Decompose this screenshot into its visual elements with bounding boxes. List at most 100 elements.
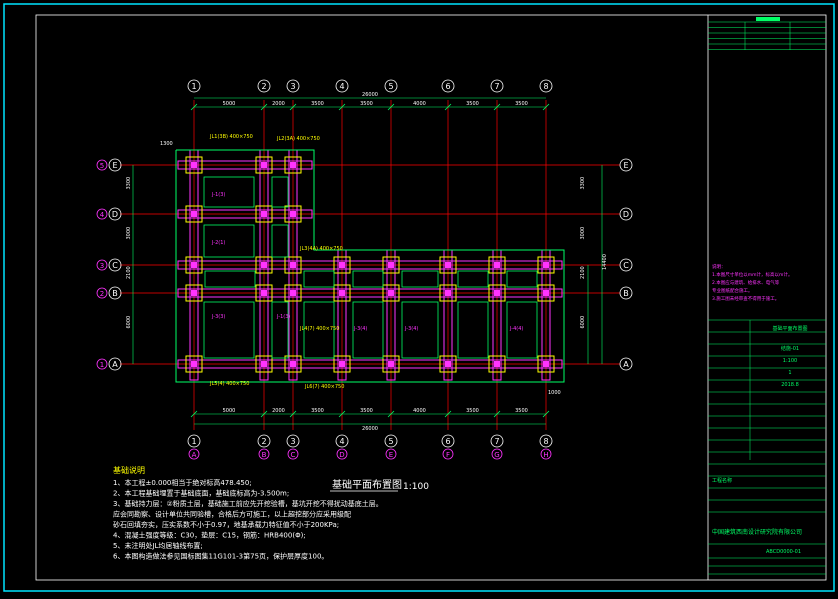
axis-bubble-bottom xyxy=(187,434,201,448)
axis-sub-label: B xyxy=(262,451,267,459)
axis-tag-label: 4 xyxy=(100,211,105,219)
tb-note: 3.施工图未经审查不得用于施工。 xyxy=(712,295,779,302)
tb-note: 专业图纸配合施工。 xyxy=(712,287,753,294)
top-dim-value: 3500 xyxy=(515,101,528,107)
column-stub xyxy=(290,211,296,217)
drawing-title: 基础平面布置图 xyxy=(332,478,402,491)
axis-label-right: A xyxy=(623,360,629,369)
axis-sub-label: E xyxy=(389,451,393,459)
axis-bubble-top xyxy=(187,79,201,93)
note-line: 砂石回填夯实，压实系数不小于0.97，地基承载力特征值不小于200KPa; xyxy=(113,520,339,529)
axis-bubble-top xyxy=(384,79,398,93)
left-inner-value: 6000 xyxy=(126,316,132,329)
column-stub xyxy=(388,361,394,367)
column-stub xyxy=(290,361,296,367)
note-line: 5、未注明处JL均居轴线布置; xyxy=(113,541,203,550)
axis-bubble-top xyxy=(257,79,271,93)
pad-footing xyxy=(488,256,506,274)
column-stub xyxy=(261,290,267,296)
pad-footing xyxy=(185,256,203,274)
beam-tag: JL4(7) 400×750 xyxy=(299,326,339,332)
axis-bubble-top xyxy=(286,79,300,93)
bottom-dim-value: 3500 xyxy=(360,408,373,414)
top-dim-value: 4000 xyxy=(413,101,426,107)
note-line: 1、本工程±0.000相当于绝对标高478.450; xyxy=(113,478,252,487)
pad-footing xyxy=(255,156,273,174)
tb-project-label: 工程名称 xyxy=(712,477,732,484)
pad-footing xyxy=(488,355,506,373)
pad-footing xyxy=(333,256,351,274)
column-stub xyxy=(339,290,345,296)
column-stub xyxy=(543,262,549,268)
column-stub xyxy=(445,262,451,268)
top-dim-tick xyxy=(190,103,198,111)
column-stub xyxy=(543,361,549,367)
slab-tag: J-2(1) xyxy=(211,240,225,246)
axis-label-right: B xyxy=(623,289,629,298)
pad-footing xyxy=(185,205,203,223)
axis-bubble-left xyxy=(108,158,122,172)
column-stub xyxy=(191,211,197,217)
axis-label-left: B xyxy=(112,289,118,298)
beam-tag: JL3(4A) 400×750 xyxy=(299,246,343,252)
column-stub xyxy=(494,361,500,367)
axis-label-bottom: 4 xyxy=(339,437,344,446)
pad-footing xyxy=(382,256,400,274)
left-inner-value: 3300 xyxy=(126,177,132,190)
pad-footing xyxy=(185,284,203,302)
pad-footing xyxy=(488,284,506,302)
bottom-dim-tick xyxy=(190,410,198,418)
left-inner-value: 3000 xyxy=(126,227,132,240)
beam-tag: JL5(4) 400×750 xyxy=(209,381,249,387)
bottom-dim-value: 3500 xyxy=(466,408,479,414)
axis-label-bottom: 1 xyxy=(191,437,196,446)
pad-footing xyxy=(537,256,555,274)
axis-sub-label: H xyxy=(543,451,548,459)
axis-sub-label: A xyxy=(192,451,197,459)
axis-bubble-bottom xyxy=(257,434,271,448)
axis-label-bottom: 3 xyxy=(290,437,295,446)
notes-block: 1、本工程±0.000相当于绝对标高478.450;2、本工程基础埋置于基础底面… xyxy=(113,478,383,561)
tb-bottom-code: ABCD0000-01 xyxy=(766,549,801,555)
bottom-dim-tick xyxy=(493,410,501,418)
right-outer-value: 14400 xyxy=(602,254,608,270)
pad-footing xyxy=(255,205,273,223)
column-stub xyxy=(445,361,451,367)
column-stub xyxy=(494,262,500,268)
beam-tag: JL1(3B) 400×750 xyxy=(209,134,253,140)
top-dim-value: 3500 xyxy=(360,101,373,107)
foundation-outline xyxy=(175,149,565,383)
tb-note: 1.本图尺寸单位以mm计，标高以m计。 xyxy=(712,271,792,278)
column-stub xyxy=(261,211,267,217)
bottom-dim-value: 4000 xyxy=(413,408,426,414)
column-stub xyxy=(191,290,197,296)
axis-tag-bubble xyxy=(96,159,108,171)
slab-tag: J-3(3) xyxy=(211,314,225,320)
axis-label-left: C xyxy=(112,261,118,270)
axis-bubble-left xyxy=(108,286,122,300)
axis-label-top: 2 xyxy=(261,82,266,91)
tb-company: 中国建筑西南设计研究院有限公司 xyxy=(712,528,802,536)
axis-label-top: 7 xyxy=(494,82,499,91)
top-dim-value: 2000 xyxy=(272,101,285,107)
axis-sub-bubble xyxy=(336,448,348,460)
pad-footing xyxy=(255,284,273,302)
axis-bubble-bottom xyxy=(335,434,349,448)
slab-panel xyxy=(203,176,255,208)
axis-label-bottom: 2 xyxy=(261,437,266,446)
small-dim-value: 1300 xyxy=(160,141,173,147)
beam-layer: J-1(3)J-2(1)J-3(3)J-1(3)J-3(4)J-3(4)J-4(… xyxy=(175,134,565,390)
slab-panel xyxy=(457,301,489,359)
axis-bubble-top xyxy=(490,79,504,93)
axis-bubble-bottom xyxy=(441,434,455,448)
bottom-dim-value: 5000 xyxy=(223,408,236,414)
slab-panel xyxy=(203,301,255,359)
foundation-beam xyxy=(177,160,313,170)
slab-tag: J-4(4) xyxy=(509,326,523,332)
top-dim-tick xyxy=(289,103,297,111)
axis-label-left: A xyxy=(112,360,118,369)
top-dim-tick xyxy=(493,103,501,111)
column-stub xyxy=(191,361,197,367)
